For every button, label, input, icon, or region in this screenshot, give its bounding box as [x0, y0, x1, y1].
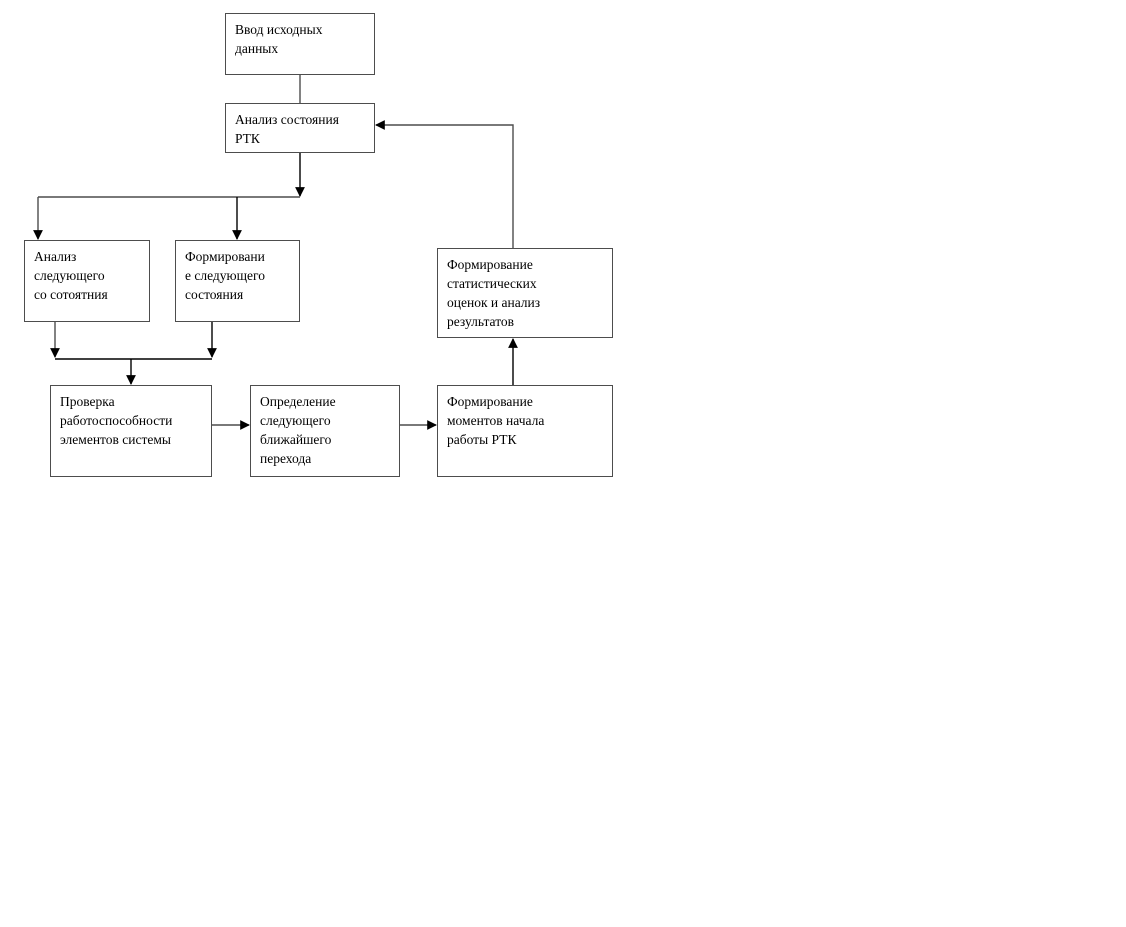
node-forming-statistics[interactable]: Формирование статистических оценок и ана… [437, 248, 613, 338]
node-analysis-next-state[interactable]: Анализ следующего со сотоятния [24, 240, 150, 322]
node-check-system-elements[interactable]: Проверка работоспособности элементов сис… [50, 385, 212, 477]
node-define-next-transition[interactable]: Определение следующего ближайшего перехо… [250, 385, 400, 477]
node-forming-start-moments[interactable]: Формирование моментов начала работы РТК [437, 385, 613, 477]
connector-statistics-feedback [375, 120, 514, 248]
node-input-data[interactable]: Ввод исходных данных [225, 13, 375, 75]
node-analysis-rtk-state[interactable]: Анализ состояния РТК [225, 103, 375, 153]
node-forming-next-state[interactable]: Формировани е следующего состояния [175, 240, 300, 322]
